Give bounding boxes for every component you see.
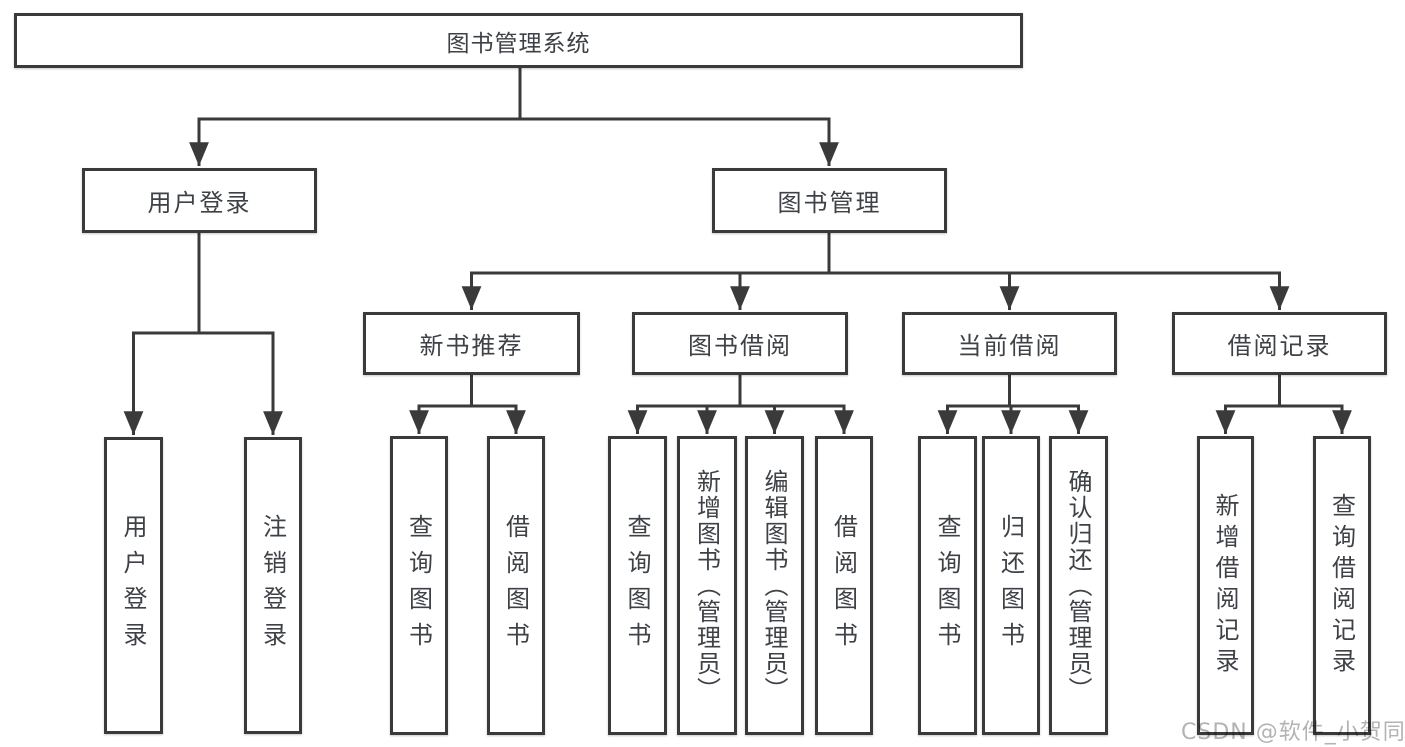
node-borrowing-records: 借阅记录 <box>1172 312 1387 375</box>
leaf-confirm-return-admin: 确认归还（管理员） <box>1049 436 1108 735</box>
leaf-query-books-current: 查询图书 <box>918 436 977 735</box>
leaf-add-books-admin: 新增图书（管理员） <box>677 436 737 735</box>
leaf-query-books-recommend: 查询图书 <box>390 436 448 735</box>
node-library-management-system: 图书管理系统 <box>14 13 1023 68</box>
node-new-book-recommendation: 新书推荐 <box>363 312 580 375</box>
leaf-query-books-borrowing: 查询图书 <box>608 436 667 735</box>
leaf-edit-books-admin: 编辑图书（管理员） <box>745 436 804 735</box>
csdn-watermark: CSDN @软件_小贺同学 <box>1181 720 1405 745</box>
leaf-add-borrow-record: 新增借阅记录 <box>1197 436 1254 735</box>
leaf-borrow-books-recommend: 借阅图书 <box>487 436 545 735</box>
node-current-borrowing: 当前借阅 <box>902 312 1117 375</box>
leaf-borrow-books: 借阅图书 <box>815 436 873 735</box>
leaf-logout: 注销登录 <box>244 437 302 734</box>
leaf-return-books: 归还图书 <box>982 436 1040 735</box>
node-book-borrowing: 图书借阅 <box>632 312 848 375</box>
node-user-login-branch: 用户登录 <box>82 168 317 233</box>
leaf-query-borrow-record: 查询借阅记录 <box>1313 436 1371 735</box>
leaf-user-login: 用户登录 <box>104 437 163 734</box>
node-book-management-branch: 图书管理 <box>712 168 947 233</box>
